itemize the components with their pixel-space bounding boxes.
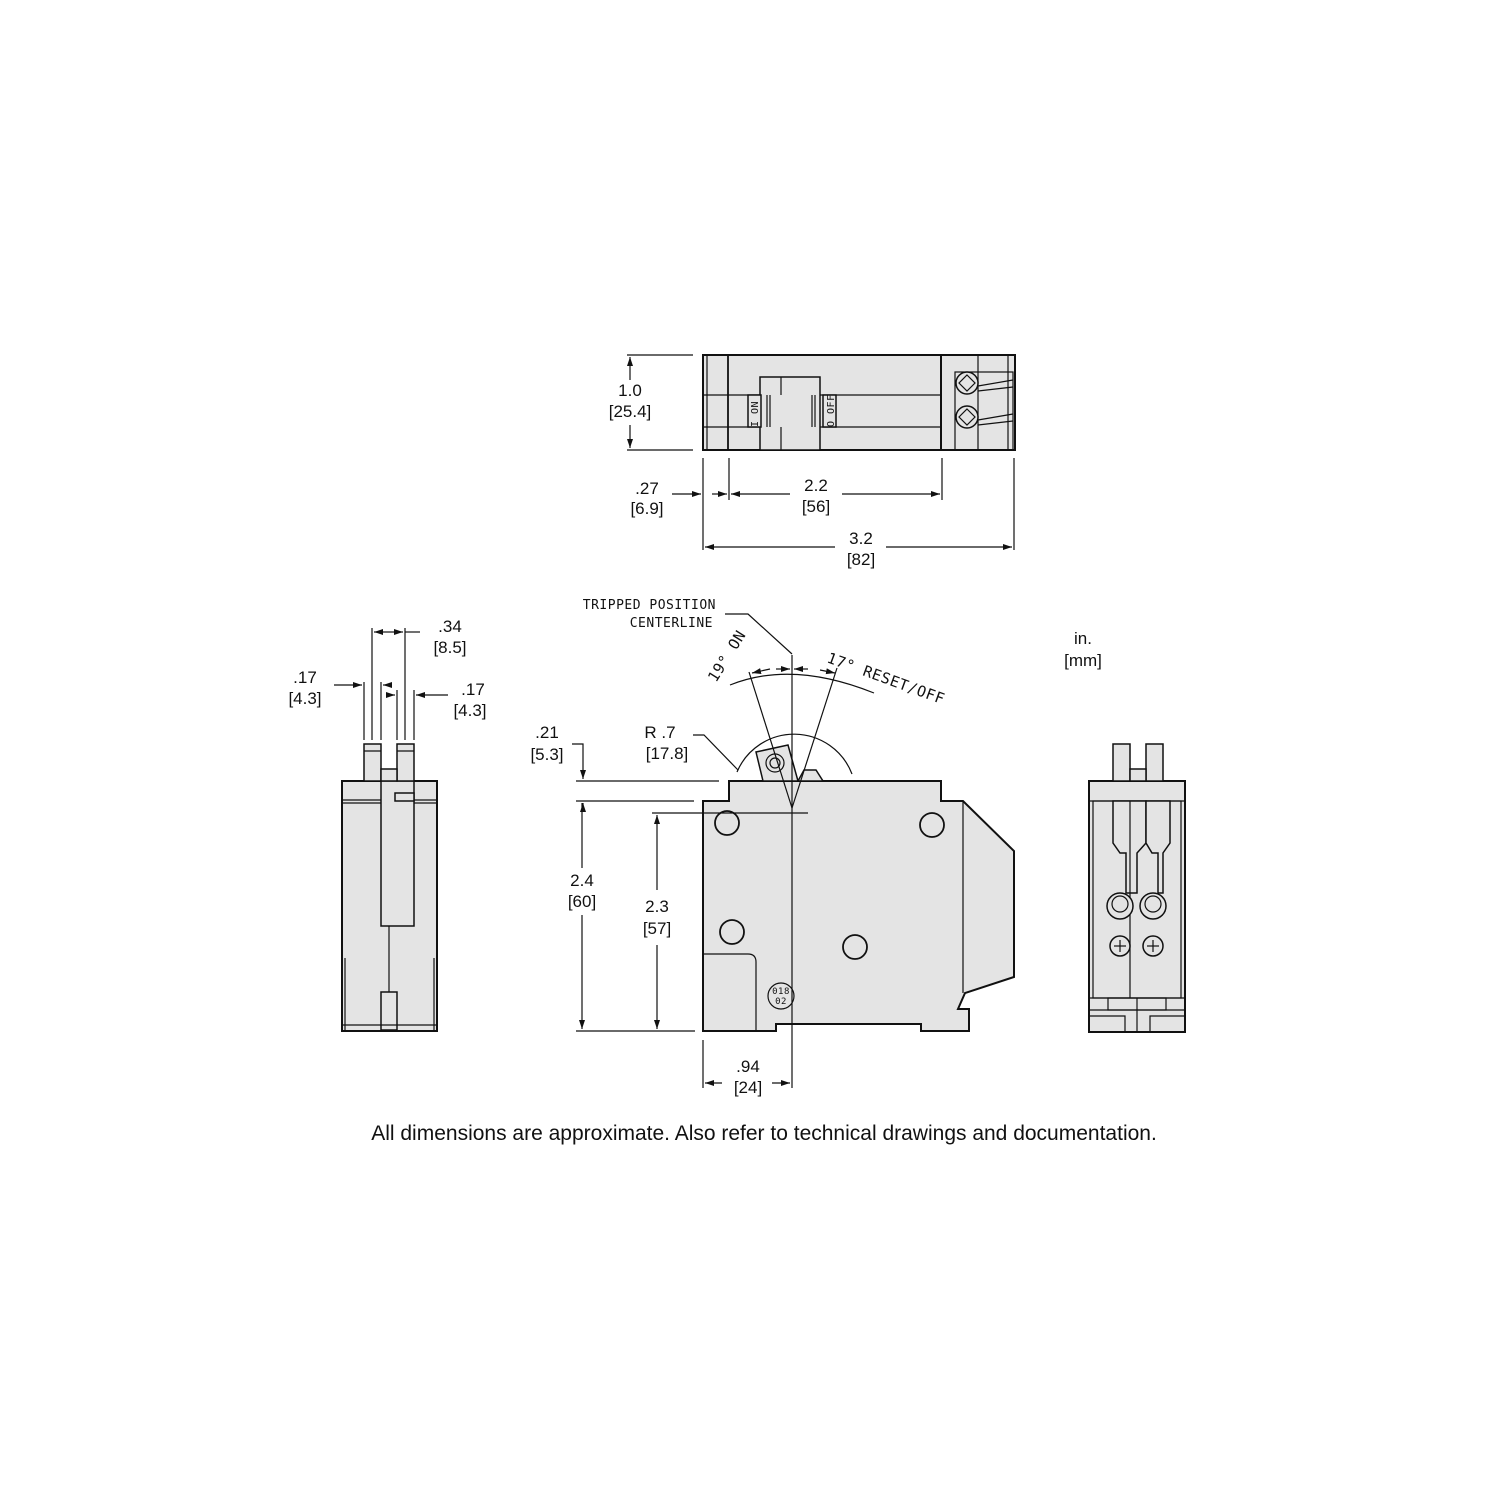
radius-mm: [17.8] <box>646 744 689 763</box>
overall-length-in: 3.2 <box>849 529 873 548</box>
top-handle <box>747 376 837 451</box>
overall-height-mm: [60] <box>568 892 596 911</box>
top-view: I ON O OFF 1.0 [25.4] .27 [6.9] <box>609 354 1016 569</box>
handle-offset-in: .94 <box>736 1057 760 1076</box>
pitch-mm: [8.5] <box>433 638 466 657</box>
off-label: O OFF <box>826 394 837 427</box>
angle-on-label: 19° ON <box>704 627 750 685</box>
left-end-view: .34 [8.5] .17 [4.3] .17 [4.3] <box>288 617 487 1032</box>
offset-mm: [6.9] <box>630 499 663 518</box>
handle-width-right-mm: [4.3] <box>453 701 486 720</box>
stamp-line1: 018 <box>772 987 790 997</box>
handle-offset-mm: [24] <box>734 1078 762 1097</box>
side-view: 018 02 TRIPPED POSITION CENTERLINE 19° O… <box>530 598 1015 1097</box>
tripped-label-1: TRIPPED POSITION <box>583 598 716 613</box>
overall-length-mm: [82] <box>847 550 875 569</box>
angle-reset-label: 17° RESET/OFF <box>825 649 948 708</box>
pitch-in: .34 <box>438 617 462 636</box>
handle-width-left-in: .17 <box>293 668 317 687</box>
footnote: All dimensions are approximate. Also ref… <box>371 1122 1157 1145</box>
body-height-in: 2.3 <box>645 897 669 916</box>
stamp-line2: 02 <box>775 997 787 1007</box>
on-label: I ON <box>750 401 761 427</box>
top-height-in: 1.0 <box>618 381 642 400</box>
radius-in: R .7 <box>644 723 675 742</box>
handle-span-mm: [56] <box>802 497 830 516</box>
handle-width-left-mm: [4.3] <box>288 689 321 708</box>
units-mm: [mm] <box>1064 651 1102 670</box>
top-terminals <box>954 355 1014 451</box>
body-height-mm: [57] <box>643 919 671 938</box>
overall-height-in: 2.4 <box>570 871 594 890</box>
tripped-label-2: CENTERLINE <box>630 616 713 631</box>
top-height-mm: [25.4] <box>609 402 652 421</box>
handle-width-right-in: .17 <box>461 680 485 699</box>
rise-in: .21 <box>535 723 559 742</box>
right-end-view <box>1088 743 1186 1033</box>
offset-in: .27 <box>635 479 659 498</box>
units-inch: in. <box>1074 629 1092 648</box>
rise-mm: [5.3] <box>530 745 563 764</box>
handle-span-in: 2.2 <box>804 476 828 495</box>
